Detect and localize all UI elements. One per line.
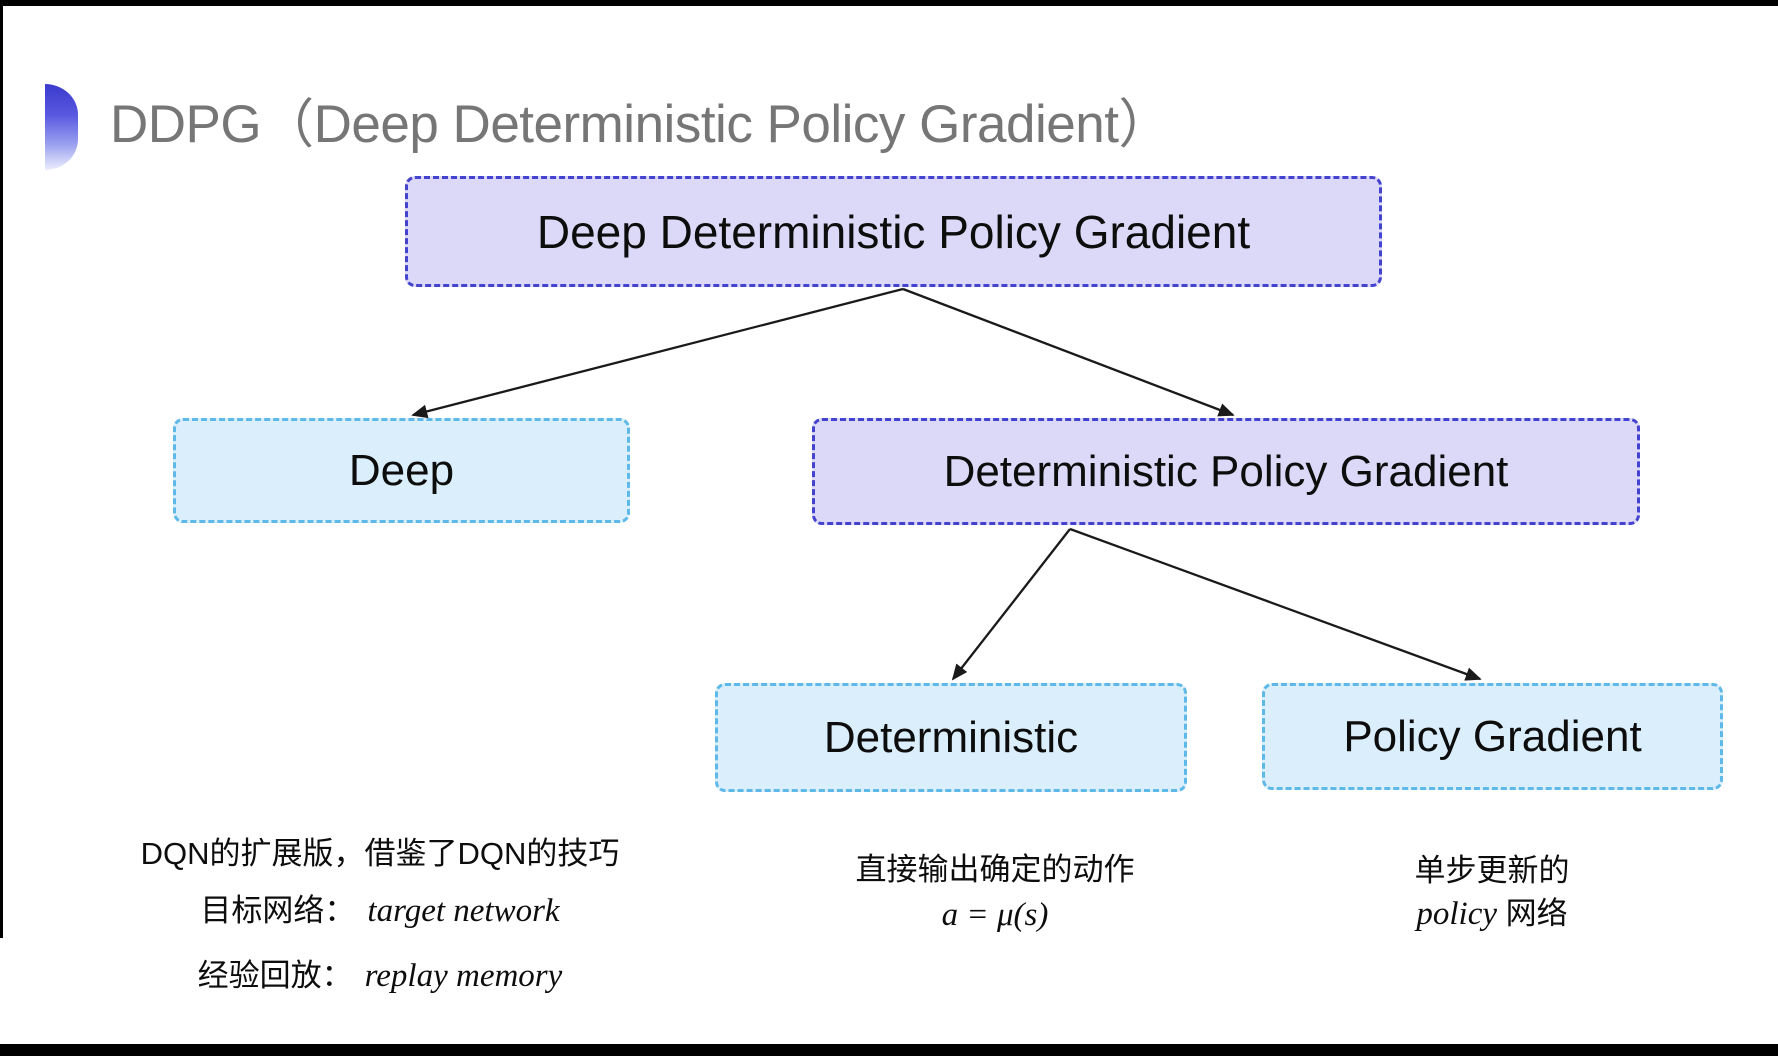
arrow-dpg-to-policy-gradient	[1069, 527, 1482, 681]
arrow-dpg-to-deterministic	[951, 528, 1071, 681]
arrow-root-to-deep	[411, 287, 904, 419]
node-ddpg-label: Deep Deterministic Policy Gradient	[536, 205, 1251, 258]
note-deep-target-label: 目标网络：	[200, 892, 356, 928]
window-edge-top	[0, 0, 1778, 6]
note-policy-gradient-line1: 单步更新的	[1414, 853, 1570, 888]
node-deep-label: Deep	[348, 445, 455, 495]
note-policy-gradient-word-italic: policy	[1416, 895, 1497, 932]
node-dpg-label: Deterministic Policy Gradient	[943, 446, 1509, 496]
node-ddpg: Deep Deterministic Policy Gradient	[405, 176, 1382, 287]
page-title: DDPG（Deep Deterministic Policy Gradient）	[110, 95, 1171, 154]
note-policy-gradient: 单步更新的 policy 网络	[1297, 853, 1687, 934]
window-edge-bottom	[0, 1044, 1778, 1056]
note-deep-replay-value: replay memory	[364, 957, 563, 994]
note-deep: DQN的扩展版，借鉴了DQN的技巧 目标网络： target network 经验…	[100, 836, 660, 996]
note-deep-summary: DQN的扩展版，借鉴了DQN的技巧	[140, 836, 620, 871]
arrow-root-to-dpg	[902, 287, 1235, 417]
note-deep-target-value: target network	[367, 892, 560, 929]
note-deterministic: 直接输出确定的动作 a = μ(s)	[800, 852, 1190, 935]
note-deep-replay-line: 经验回放： replay memory	[100, 958, 660, 996]
note-deterministic-line1: 直接输出确定的动作	[855, 852, 1135, 887]
node-deterministic: Deterministic	[715, 683, 1187, 792]
note-deep-replay-label: 经验回放：	[197, 957, 353, 993]
node-policy-gradient-label: Policy Gradient	[1343, 711, 1642, 761]
note-deep-target-line: 目标网络： target network	[100, 893, 660, 931]
node-deep: Deep	[173, 418, 630, 523]
node-deterministic-policy-gradient: Deterministic Policy Gradient	[812, 418, 1640, 525]
note-deterministic-formula: a = μ(s)	[941, 896, 1049, 933]
node-deterministic-label: Deterministic	[823, 712, 1079, 762]
note-policy-gradient-word-rest: 网络	[1497, 895, 1568, 931]
node-policy-gradient: Policy Gradient	[1262, 683, 1723, 790]
title-bullet-icon	[45, 84, 78, 170]
window-edge-left	[0, 0, 3, 938]
note-policy-gradient-line2: policy 网络	[1297, 896, 1687, 934]
